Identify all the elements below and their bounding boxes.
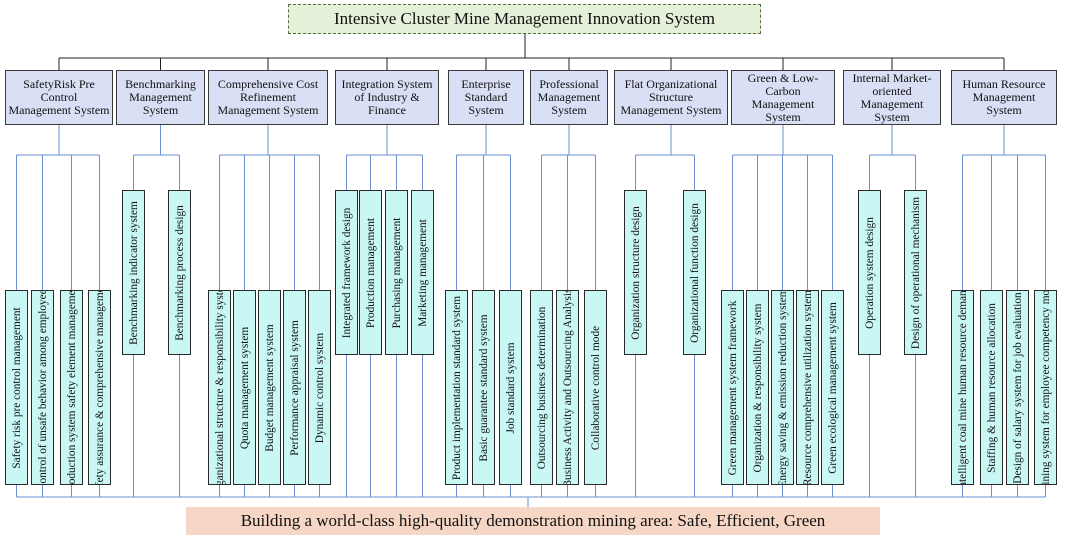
item-label: Dynamic control system	[313, 332, 326, 443]
item-label: Resource comprehensive utilization syste…	[801, 290, 814, 485]
item-label: Organizational function design	[688, 202, 701, 343]
system-box-9: Internal Market-oriented Management Syst…	[843, 70, 941, 125]
item-label: Control of unsafe behavior among employe…	[36, 290, 49, 485]
item-box-10-1: Intelligent coal mine human resource dem…	[951, 290, 974, 485]
system-label: Benchmarking Management System	[125, 77, 196, 117]
item-box-6-3: Collaborative control mode	[584, 290, 607, 485]
footer-goal-box: Building a world-class high-quality demo…	[186, 507, 880, 535]
item-box-8-2: Organization & responsibility system	[746, 290, 769, 485]
item-box-5-1: Product implementation standard system	[445, 290, 468, 485]
item-label: Business Activity and Outsourcing Analys…	[561, 290, 574, 485]
system-box-8: Green & Low-Carbon Management System	[731, 70, 835, 125]
system-label: Internal Market-oriented Management Syst…	[852, 70, 932, 124]
item-label: Production management	[364, 217, 377, 328]
footer-goal: Building a world-class high-quality demo…	[240, 511, 826, 530]
item-label: Product implementation standard system	[450, 295, 463, 480]
item-label: Staffing & human resource allocation	[985, 302, 998, 473]
item-box-7-1: Organization structure design	[624, 190, 647, 355]
top-title: Intensive Cluster Mine Management Innova…	[333, 9, 715, 28]
item-label: Energy saving & emission reduction syste…	[776, 290, 789, 485]
item-box-4-1: Integrated framework design	[335, 190, 358, 355]
item-label: Operation system design	[863, 216, 876, 329]
system-label: Comprehensive Cost Refinement Management…	[217, 77, 319, 117]
item-box-8-4: Resource comprehensive utilization syste…	[796, 290, 819, 485]
item-box-3-1: Organizational structure & responsibilit…	[208, 290, 231, 485]
item-box-2-2: Benchmarking process design	[168, 190, 191, 355]
item-box-4-3: Purchasing management	[385, 190, 408, 355]
item-box-6-2: Business Activity and Outsourcing Analys…	[556, 290, 579, 485]
item-box-3-2: Quota management system	[233, 290, 256, 485]
item-label: Organization structure design	[629, 205, 642, 340]
item-box-10-4: Training system for employee competency …	[1034, 290, 1057, 485]
system-box-4: Integration System of Industry & Finance	[335, 70, 439, 125]
item-label: Green ecological management system	[826, 301, 839, 474]
item-label: Integrated framework design	[340, 207, 353, 338]
item-label: Job standard system	[504, 342, 517, 433]
item-box-5-3: Job standard system	[499, 290, 522, 485]
system-label: Professional Management System	[537, 77, 601, 117]
item-box-8-3: Energy saving & emission reduction syste…	[771, 290, 794, 485]
system-label: Green & Low-Carbon Management System	[747, 70, 819, 124]
system-box-2: Benchmarking Management System	[116, 70, 205, 125]
item-box-3-3: Budget management system	[258, 290, 281, 485]
item-box-3-4: Performance appraisal system	[283, 290, 306, 485]
item-box-1-3: Production system safety element managem…	[60, 290, 83, 485]
item-box-10-3: Design of salary system for job evaluati…	[1006, 290, 1029, 485]
item-box-5-2: Basic guarantee standard system	[472, 290, 495, 485]
top-title-box: Intensive Cluster Mine Management Innova…	[288, 4, 761, 34]
item-box-1-2: Control of unsafe behavior among employe…	[31, 290, 54, 485]
system-box-6: Professional Management System	[530, 70, 608, 125]
system-box-3: Comprehensive Cost Refinement Management…	[208, 70, 328, 125]
item-box-3-5: Dynamic control system	[308, 290, 331, 485]
item-label: Safety risk pre control management	[10, 306, 23, 469]
item-label: Benchmarking indicator system	[127, 200, 140, 345]
system-label: Flat Organizational Structure Management…	[620, 77, 722, 117]
item-label: Performance appraisal system	[288, 319, 301, 456]
system-label: SafetyRisk Pre Control Management System	[8, 77, 110, 117]
item-label: Outsourcing business determination	[535, 306, 548, 469]
item-label: Organization & responsibility system	[751, 303, 764, 472]
item-box-10-2: Staffing & human resource allocation	[980, 290, 1003, 485]
item-label: Design of salary system for job evaluati…	[1011, 291, 1024, 484]
item-box-1-4: Safety assurance & comprehensive managem…	[88, 290, 111, 485]
item-label: Basic guarantee standard system	[477, 313, 490, 462]
item-label: Design of operational mechanism	[909, 196, 922, 349]
item-label: Organizational structure & responsibilit…	[213, 290, 226, 485]
item-box-7-2: Organizational function design	[683, 190, 706, 355]
item-label: Safety assurance & comprehensive managem…	[93, 290, 106, 485]
item-label: Collaborative control mode	[589, 325, 602, 450]
item-label: Green management system framework	[726, 300, 739, 475]
item-box-6-1: Outsourcing business determination	[530, 290, 553, 485]
item-box-2-1: Benchmarking indicator system	[122, 190, 145, 355]
item-box-4-2: Production management	[359, 190, 382, 355]
item-label: Intelligent coal mine human resource dem…	[956, 290, 969, 485]
item-box-8-1: Green management system framework	[721, 290, 744, 485]
item-label: Production system safety element managem…	[65, 290, 78, 485]
system-label: Human Resource Management System	[962, 77, 1046, 117]
system-box-7: Flat Organizational Structure Management…	[614, 70, 728, 125]
item-label: Purchasing management	[390, 217, 403, 328]
system-label: Enterprise Standard System	[461, 77, 511, 117]
item-label: Quota management system	[238, 326, 251, 449]
item-label: Training system for employee competency …	[1039, 290, 1052, 485]
item-label: Marketing management	[416, 218, 429, 327]
system-box-10: Human Resource Management System	[951, 70, 1057, 125]
system-box-5: Enterprise Standard System	[448, 70, 524, 125]
item-box-9-1: Operation system design	[858, 190, 881, 355]
item-box-4-4: Marketing management	[411, 190, 434, 355]
system-label: Integration System of Industry & Finance	[341, 77, 433, 117]
item-box-9-2: Design of operational mechanism	[904, 190, 927, 355]
item-box-1-1: Safety risk pre control management	[5, 290, 28, 485]
item-box-8-5: Green ecological management system	[821, 290, 844, 485]
system-box-1: SafetyRisk Pre Control Management System	[5, 70, 113, 125]
item-label: Benchmarking process design	[173, 204, 186, 341]
item-label: Budget management system	[263, 323, 276, 452]
